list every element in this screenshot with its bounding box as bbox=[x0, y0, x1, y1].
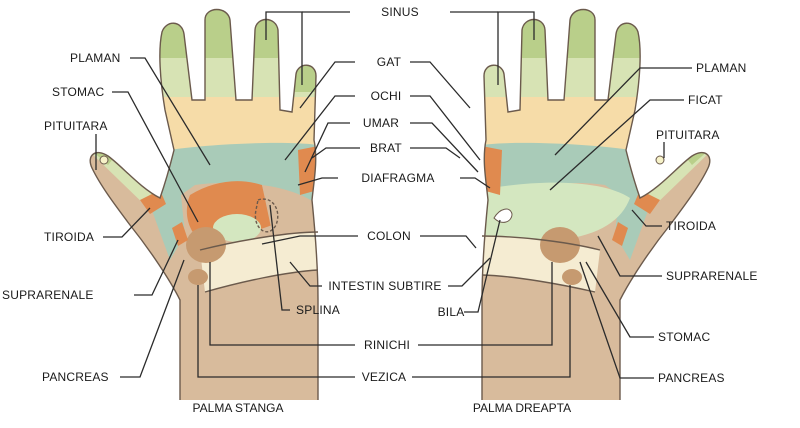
caption-left-palm: PALMA STANGA bbox=[193, 401, 284, 415]
left-spleen-dashed bbox=[254, 198, 279, 233]
right-arm-spot bbox=[482, 146, 502, 195]
leader-stomac-right bbox=[585, 261, 654, 338]
labels: SINUS GAT OCHI UMAR BRAT DIAFRAGMA COLON… bbox=[2, 5, 758, 415]
left-pinky-tip bbox=[292, 62, 318, 92]
left-divider-1 bbox=[199, 231, 319, 251]
leader-splina bbox=[269, 204, 290, 311]
leader-suprarenale-right bbox=[597, 235, 662, 277]
label-plaman-left: PLAMAN bbox=[70, 51, 121, 65]
right-bladder bbox=[562, 269, 582, 285]
leader-gat-left bbox=[299, 61, 355, 109]
right-gallbladder bbox=[493, 208, 513, 223]
label-intestin-subtire: INTESTIN SUBTIRE bbox=[328, 279, 441, 293]
right-palm-lung-zone bbox=[482, 142, 645, 210]
right-finger-mid-zone bbox=[482, 55, 710, 97]
leader-ochi-right bbox=[410, 95, 481, 161]
label-sinus: SINUS bbox=[381, 5, 419, 19]
right-thumb-dot bbox=[655, 155, 665, 165]
left-kidney bbox=[186, 227, 226, 263]
leader-ficat bbox=[549, 99, 684, 191]
left-adrenal-spot bbox=[172, 222, 188, 246]
label-suprarenale-right: SUPRARENALE bbox=[666, 269, 758, 283]
left-bladder bbox=[188, 269, 208, 285]
label-diafragma: DIAFRAGMA bbox=[361, 171, 434, 185]
right-liver-zone bbox=[482, 182, 630, 242]
leader-sinus-left bbox=[265, 11, 303, 85]
leader-gat-right bbox=[410, 61, 471, 109]
leader-brat-right bbox=[410, 147, 461, 159]
left-divider-2 bbox=[204, 269, 319, 293]
leader-intestin-left bbox=[289, 261, 322, 287]
label-brat: BRAT bbox=[370, 141, 402, 155]
right-divider-2 bbox=[481, 274, 596, 293]
leader-diafragma-right bbox=[460, 177, 491, 189]
label-suprarenale-left: SUPRARENALE bbox=[2, 288, 94, 302]
right-hand bbox=[481, 8, 711, 400]
leader-tiroida-right bbox=[631, 209, 662, 227]
leader-lines bbox=[95, 11, 692, 379]
left-thumb-dot bbox=[99, 155, 109, 165]
label-umar: UMAR bbox=[363, 116, 399, 130]
leader-umar-left bbox=[304, 122, 350, 173]
label-pituitara-right: PITUITARA bbox=[656, 128, 720, 142]
leader-plaman-right bbox=[554, 67, 692, 156]
label-stomac-left: STOMAC bbox=[52, 85, 104, 99]
caption-right-palm: PALMA DREAPTA bbox=[473, 401, 571, 415]
leader-diafragma-left bbox=[297, 177, 338, 186]
leader-rinichi-left bbox=[209, 262, 355, 346]
label-rinichi: RINICHI bbox=[364, 338, 410, 352]
left-intestine-zone bbox=[200, 232, 318, 292]
label-bila: BILA bbox=[438, 305, 465, 319]
left-spleen-zone bbox=[262, 185, 318, 235]
leader-vezica-left bbox=[197, 285, 355, 378]
left-pancreas-lobe bbox=[213, 214, 261, 242]
leader-tiroida-left bbox=[103, 207, 151, 238]
leader-ochi-left bbox=[284, 95, 355, 161]
leader-colon-right bbox=[420, 235, 477, 249]
label-plaman-right: PLAMAN bbox=[696, 61, 747, 75]
label-splina: SPLINA bbox=[296, 303, 340, 317]
right-fingertip-zone bbox=[482, 9, 710, 58]
left-arm-spot bbox=[298, 146, 318, 195]
label-pancreas-left: PANCREAS bbox=[42, 370, 109, 384]
leader-stomac-left bbox=[112, 91, 199, 223]
label-colon: COLON bbox=[367, 229, 411, 243]
right-kidney bbox=[540, 227, 580, 263]
leader-sinus-right bbox=[497, 11, 535, 85]
left-palm-lung-zone bbox=[155, 142, 318, 210]
label-ochi: OCHI bbox=[371, 89, 402, 103]
label-pituitara-left: PITUITARA bbox=[44, 119, 108, 133]
leader-pancreas-right bbox=[579, 261, 654, 379]
leader-vezica-right bbox=[412, 285, 571, 378]
leader-plaman-left bbox=[130, 57, 211, 166]
label-pancreas-right: PANCREAS bbox=[658, 371, 725, 385]
label-vezica: VEZICA bbox=[362, 370, 407, 384]
leader-rinichi-right bbox=[418, 262, 553, 346]
right-hand-outline bbox=[481, 8, 711, 400]
leader-suprarenale-left bbox=[134, 239, 179, 296]
left-hand-outline bbox=[89, 8, 319, 400]
right-divider-1 bbox=[481, 235, 601, 251]
label-tiroida-right: TIROIDA bbox=[666, 219, 716, 233]
label-gat: GAT bbox=[377, 55, 402, 69]
label-tiroida-left: TIROIDA bbox=[44, 230, 94, 244]
leader-umar-right bbox=[410, 122, 479, 173]
leader-intestin-right bbox=[448, 257, 491, 287]
label-ficat: FICAT bbox=[688, 93, 723, 107]
label-stomac-right: STOMAC bbox=[658, 330, 710, 344]
left-finger-base-zone bbox=[90, 95, 318, 150]
leader-pancreas-left bbox=[120, 259, 185, 378]
leader-brat-left bbox=[311, 147, 360, 159]
left-fingertip-zone bbox=[90, 9, 318, 58]
leader-bila bbox=[464, 219, 501, 313]
right-adrenal-spot bbox=[612, 222, 628, 246]
